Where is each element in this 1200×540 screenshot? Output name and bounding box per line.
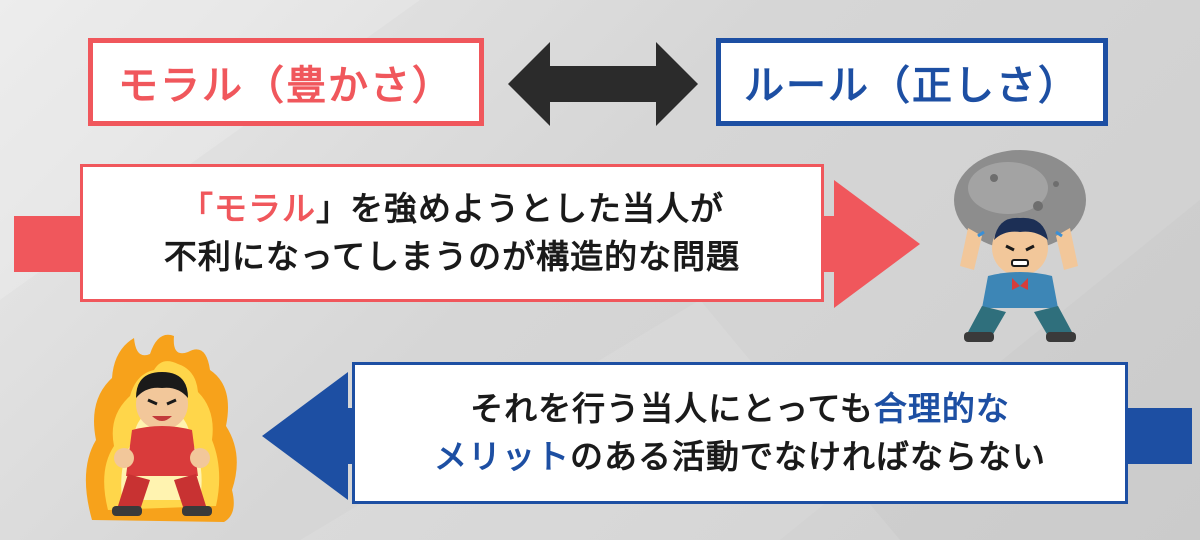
moral-label: モラル（豊かさ） [118, 63, 454, 109]
merit-keyword: メリット [434, 437, 570, 476]
person-lifting-boulder-icon [954, 150, 1086, 342]
problem-line-2: 不利になってしまうのが構造的な問題 [163, 237, 741, 276]
merit-line-2: メリットのある活動でなければならない [434, 437, 1046, 476]
problem-line-1: 「モラル」を強めようとした当人が [180, 189, 724, 228]
rule-label: ルール（正しさ） [744, 63, 1080, 109]
moral-box: モラル（豊かさ） [88, 38, 484, 126]
left-right-arrow-icon [508, 42, 698, 126]
moral-keyword: モラル [214, 189, 316, 228]
merit-box: それを行う当人にとっても合理的な メリットのある活動でなければならない [352, 362, 1128, 504]
person-flaming-aura-icon [85, 334, 237, 522]
merit-line-1: それを行う当人にとっても合理的な [470, 389, 1010, 428]
moral-problem-box: 「モラル」を強めようとした当人が 不利になってしまうのが構造的な問題 [80, 164, 824, 302]
rational-keyword: 合理的な [873, 389, 1010, 428]
rule-box: ルール（正しさ） [716, 38, 1108, 126]
